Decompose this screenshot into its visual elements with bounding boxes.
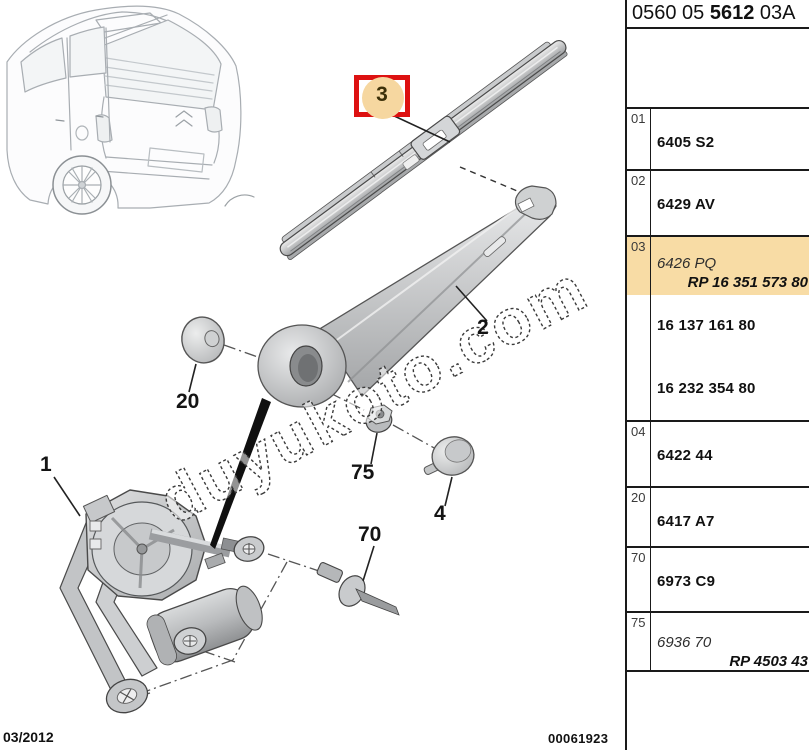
oe-reference: 6426 PQ xyxy=(657,255,717,272)
part-number: 6417 A7 xyxy=(657,513,715,530)
table-row[interactable]: 03 6426 PQ RP 16 351 573 80 16 137 161 80 16… xyxy=(627,237,809,422)
table-row[interactable]: 75 6936 70 RP 4503 43 xyxy=(627,613,809,672)
watermark-text: duyukoto.com xyxy=(148,252,600,538)
part-number: 6422 44 xyxy=(657,447,713,464)
wiper-arm-part xyxy=(257,185,557,408)
callout-label-20[interactable]: 20 xyxy=(176,390,200,413)
part-number: 6973 C9 xyxy=(657,573,716,590)
callout-label-75[interactable]: 75 xyxy=(351,461,375,484)
car-rear-view-drawing xyxy=(6,5,255,215)
arm-tip-hook xyxy=(514,185,557,220)
row-index: 70 xyxy=(627,548,651,611)
row-content: 6426 PQ RP 16 351 573 80 16 137 161 80 16 2… xyxy=(651,237,809,420)
table-row[interactable]: 70 6973 C9 xyxy=(627,548,809,613)
row-content: 6422 44 xyxy=(651,422,809,486)
part-number: 16 232 354 80 xyxy=(657,380,756,397)
wiper-motor-assembly xyxy=(59,489,265,714)
callout-label-2[interactable]: 2 xyxy=(477,316,489,339)
part-number: 6429 AV xyxy=(657,196,716,213)
document-number: 00061923 xyxy=(548,731,609,746)
oe-reference: 6936 70 xyxy=(657,634,712,651)
row-content: 6429 AV xyxy=(651,171,809,235)
exploded-diagram: duyukoto.com xyxy=(6,5,600,714)
table-row[interactable]: 02 6429 AV xyxy=(627,171,809,237)
row-index: 75 xyxy=(627,613,651,670)
arm-to-shaft-pointer xyxy=(210,398,271,549)
row-content: 6973 C9 xyxy=(651,548,809,611)
spindle-cap-part xyxy=(181,316,225,364)
nut-part xyxy=(365,404,393,433)
catalog-code-suffix: 03A xyxy=(754,2,796,24)
wiper-blade-part xyxy=(279,39,568,261)
table-row[interactable]: 04 6422 44 xyxy=(627,422,809,488)
rp-reference: RP 4503 43 xyxy=(729,653,808,670)
row-index: 20 xyxy=(627,488,651,546)
row-content: 6936 70 RP 4503 43 xyxy=(651,613,809,670)
callout-leader-lines xyxy=(53,113,488,582)
catalog-code-header: 0560 05 5612 03A xyxy=(627,0,809,29)
catalog-code-main: 5612 xyxy=(709,2,755,24)
row-content: 6417 A7 xyxy=(651,488,809,546)
callout-label-70[interactable]: 70 xyxy=(358,523,382,546)
callout-label-4[interactable]: 4 xyxy=(434,502,446,525)
row-content: 6405 S2 xyxy=(651,109,809,169)
callout-3-highlight-circle xyxy=(362,77,404,119)
parts-rows: 01 6405 S2 02 6429 AV 03 6426 PQ RP 16 351 573… xyxy=(627,109,809,672)
catalog-code-prefix: 0560 05 xyxy=(632,2,710,24)
row-index: 01 xyxy=(627,109,651,169)
rp-reference: RP 16 351 573 80 xyxy=(687,274,808,291)
row-index: 02 xyxy=(627,171,651,235)
callout-label-1[interactable]: 1 xyxy=(40,453,52,476)
pin-screw-part xyxy=(316,562,400,616)
part-number: 16 137 161 80 xyxy=(657,317,756,334)
table-row[interactable]: 01 6405 S2 xyxy=(627,109,809,171)
blade-to-arm-dashed-line xyxy=(459,166,523,194)
callout-label-3-selected[interactable]: 3 xyxy=(354,75,410,119)
row-index: 03 xyxy=(627,237,651,420)
cover-cap-part xyxy=(423,436,475,476)
row-index: 04 xyxy=(627,422,651,486)
table-row[interactable]: 20 6417 A7 xyxy=(627,488,809,548)
revision-date: 03/2012 xyxy=(3,729,54,745)
part-number: 6405 S2 xyxy=(657,134,715,151)
callout-3-number: 3 xyxy=(376,83,388,106)
panel-empty-cell xyxy=(627,29,809,109)
